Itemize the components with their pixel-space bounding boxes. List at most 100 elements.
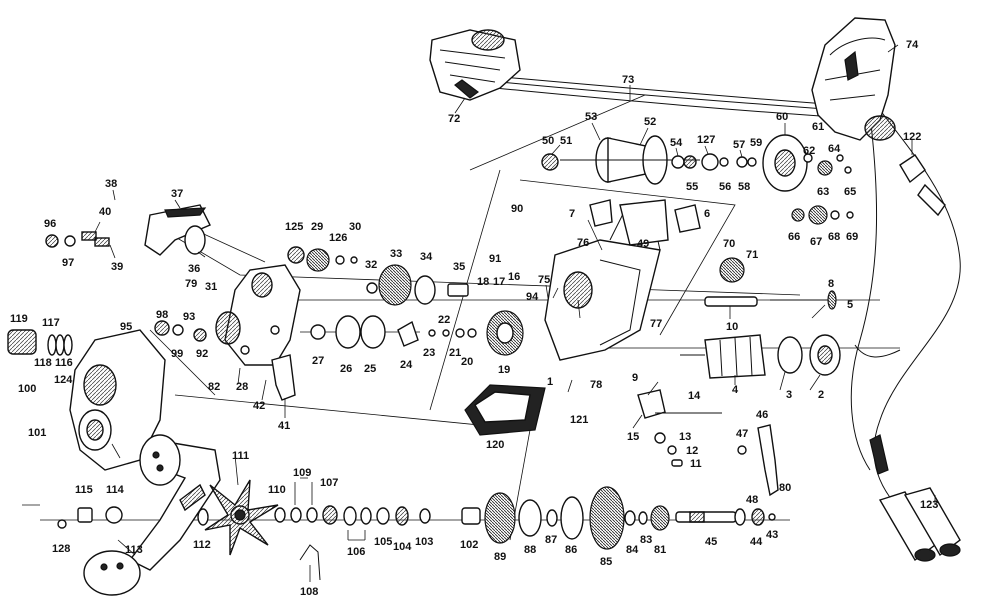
label-120: 120 — [486, 439, 504, 451]
label-25: 25 — [364, 363, 376, 375]
label-65: 65 — [844, 186, 856, 198]
label-106: 106 — [347, 546, 365, 558]
label-96: 96 — [44, 218, 56, 230]
label-87: 87 — [545, 534, 557, 546]
label-33: 33 — [390, 248, 402, 260]
label-75: 75 — [538, 274, 550, 286]
label-47: 47 — [736, 428, 748, 440]
label-93: 93 — [183, 311, 195, 323]
label-24: 24 — [400, 359, 413, 371]
label-39: 39 — [111, 261, 123, 273]
part-36-bracket — [184, 225, 206, 255]
label-105: 105 — [374, 536, 392, 548]
part-27-24-bearings — [310, 315, 477, 349]
part-122-plug — [899, 154, 946, 217]
label-127: 127 — [697, 134, 715, 146]
label-59: 59 — [750, 137, 762, 149]
label-83: 83 — [640, 534, 652, 546]
label-91: 91 — [489, 253, 501, 265]
label-50: 50 — [542, 135, 554, 147]
label-60: 60 — [776, 111, 788, 123]
label-14: 14 — [688, 390, 701, 402]
label-69: 69 — [846, 231, 858, 243]
leader-lines — [22, 44, 936, 582]
part-labels: 1 2 3 4 5 6 7 8 9 10 11 12 13 14 15 16 1… — [10, 39, 938, 598]
label-97: 97 — [62, 257, 74, 269]
label-107: 107 — [320, 477, 338, 489]
label-86: 86 — [565, 544, 577, 556]
label-89: 89 — [494, 551, 506, 563]
label-29: 29 — [311, 221, 323, 233]
label-20: 20 — [461, 356, 473, 368]
label-52: 52 — [644, 116, 656, 128]
label-40: 40 — [99, 206, 111, 218]
label-30: 30 — [349, 221, 361, 233]
part-98-99-92-parts — [154, 320, 207, 342]
label-43: 43 — [766, 529, 778, 541]
label-94: 94 — [526, 291, 539, 303]
label-109: 109 — [293, 467, 311, 479]
label-11: 11 — [690, 458, 702, 470]
handle-knobs — [83, 434, 181, 596]
bottom-gear-stack — [484, 486, 670, 550]
label-77: 77 — [650, 318, 662, 330]
label-92: 92 — [196, 348, 208, 360]
part-9-clutch-block — [637, 389, 666, 419]
label-19: 19 — [498, 364, 510, 376]
label-36: 36 — [188, 263, 200, 275]
label-1: 1 — [547, 376, 553, 388]
label-76: 76 — [577, 237, 589, 249]
label-46: 46 — [756, 409, 768, 421]
label-63: 63 — [817, 186, 829, 198]
label-12: 12 — [686, 445, 698, 457]
label-68: 68 — [828, 231, 840, 243]
part-70-gear — [719, 257, 745, 283]
label-18: 18 — [477, 276, 489, 288]
label-90: 90 — [511, 203, 523, 215]
label-110: 110 — [268, 484, 286, 496]
label-95: 95 — [120, 321, 132, 333]
part-62-69-gears — [791, 153, 854, 225]
label-104: 104 — [393, 541, 412, 553]
label-45: 45 — [705, 536, 717, 548]
label-66: 66 — [788, 231, 800, 243]
label-42: 42 — [253, 400, 265, 412]
part-4-motor — [680, 334, 766, 379]
part-2-endcap — [809, 334, 841, 376]
label-34: 34 — [420, 251, 433, 263]
part-74-housing — [811, 17, 896, 141]
part-120-cover — [464, 384, 546, 436]
label-23: 23 — [423, 347, 435, 359]
part-46-lever — [737, 424, 779, 497]
label-108: 108 — [300, 586, 318, 598]
part-40-springs — [45, 231, 110, 248]
part-28-sideplate — [215, 264, 301, 366]
label-56: 56 — [719, 181, 731, 193]
label-32: 32 — [365, 259, 377, 271]
label-9: 9 — [632, 372, 638, 384]
part-10-shaft — [704, 296, 758, 307]
label-38: 38 — [105, 178, 117, 190]
label-8: 8 — [828, 278, 834, 290]
part-45-main-shaft — [675, 508, 776, 526]
label-118: 118 — [34, 357, 52, 369]
part-72-controller — [429, 29, 521, 101]
label-81: 81 — [654, 544, 666, 556]
part-115-114-128 — [57, 506, 123, 529]
label-101: 101 — [28, 427, 46, 439]
part-41-lever — [271, 354, 296, 401]
label-15: 15 — [627, 431, 639, 443]
label-22: 22 — [438, 314, 450, 326]
label-28: 28 — [236, 381, 248, 393]
label-3: 3 — [786, 389, 792, 401]
label-80: 80 — [779, 482, 791, 494]
label-74: 74 — [906, 39, 919, 51]
label-103: 103 — [415, 536, 433, 548]
part-108-spring — [299, 544, 321, 581]
part-3-oring — [777, 336, 803, 374]
label-55: 55 — [686, 181, 698, 193]
label-61: 61 — [812, 121, 824, 133]
part-123-connectors — [869, 434, 961, 562]
label-67: 67 — [810, 236, 822, 248]
